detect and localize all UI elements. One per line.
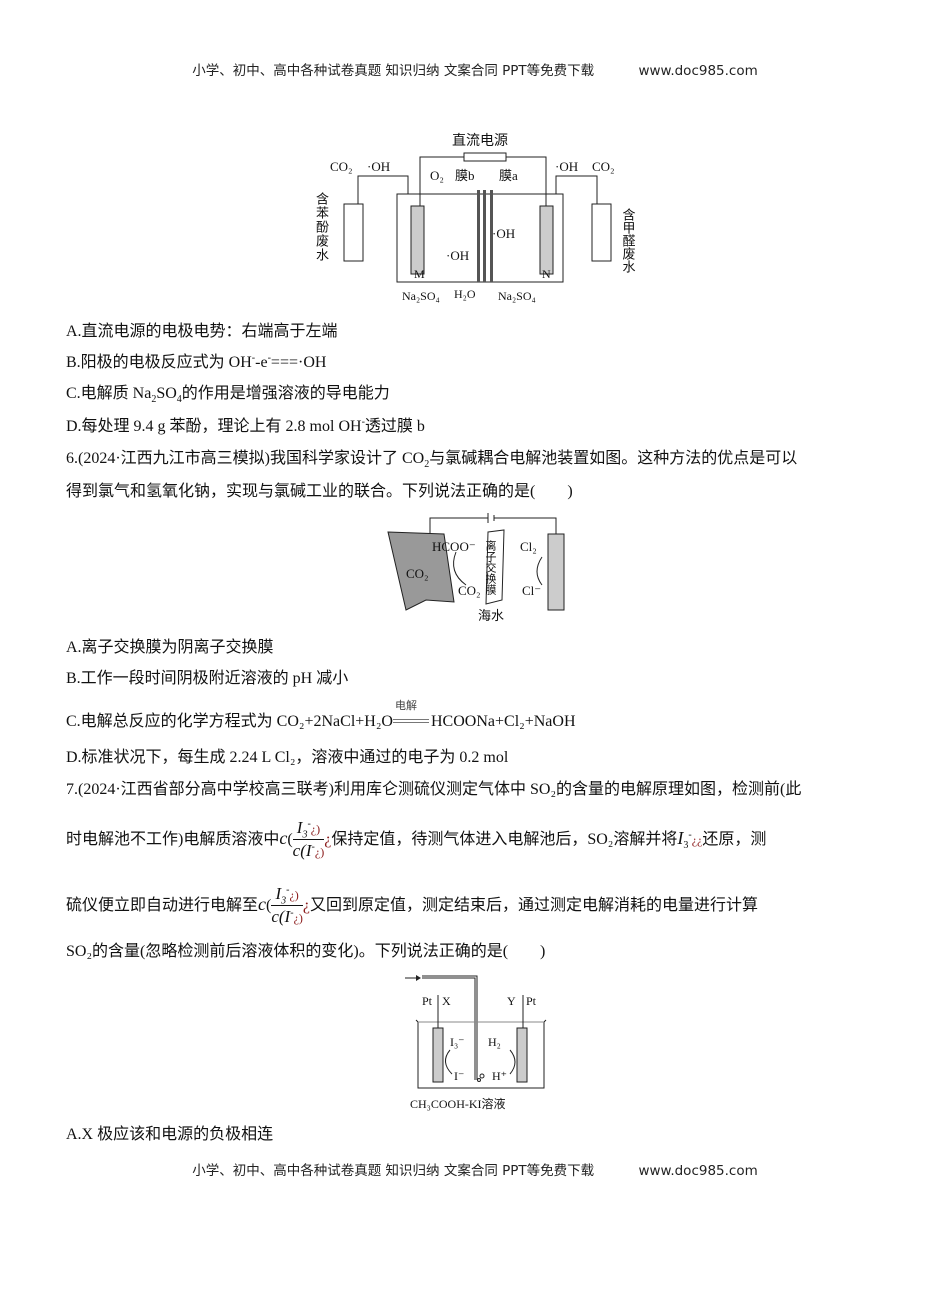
svg-text:H₂O: H₂O [454, 287, 476, 301]
label-power: 直流电源 [452, 132, 508, 149]
q7-stem-line4: SO₂的含量(忽略检测前后溶液体积的变化)。下列说法正确的是( ) [66, 943, 546, 960]
figure-coulometric-cell: Pt X Y Pt I₃⁻ I⁻ H₂ H⁺ CH₃COOH-KI溶液 [405, 975, 547, 1111]
svg-text:Na₂SO₄: Na₂SO₄ [498, 289, 536, 303]
q5-option-b[interactable]: B.阳极的电极反应式为 OH--e-===·OH [66, 352, 327, 371]
svg-text:HCOO⁻: HCOO⁻ [432, 539, 476, 554]
header-text: 小学、初中、高中各种试卷真题 知识归纳 文案合同 PPT等免费下载 [192, 63, 595, 79]
q6-option-a[interactable]: A.离子交换膜为阴离子交换膜 [66, 639, 274, 656]
ratio-fraction: I3-¿)c(I-¿) [271, 883, 303, 926]
ratio-fraction: I3-¿)c(I-¿) [292, 817, 325, 860]
svg-text:Pt: Pt [526, 994, 537, 1008]
svg-text:X: X [442, 994, 451, 1008]
svg-text:H₂: H₂ [488, 1035, 501, 1049]
q5-option-a[interactable]: A.直流电源的电极电势：右端高于左端 [66, 323, 338, 340]
svg-text:Na₂SO₄: Na₂SO₄ [402, 289, 440, 303]
figure-co2-chloralkali: HCOO⁻ CO₂ CO₂ 离子交换膜 海水 Cl₂ Cl⁻ [387, 513, 565, 623]
svg-text:Cl₂: Cl₂ [520, 539, 537, 554]
q7-stem-line3: 硫仪便立即自动进行电解至c(I3-¿)c(I-¿)¿又回到原定值，测定结束后，通… [66, 882, 758, 929]
svg-text:CH₃COOH-KI溶液: CH₃COOH-KI溶液 [410, 1096, 506, 1111]
svg-text:M: M [414, 267, 425, 281]
figure-electrolysis-wastewater: 直流电源 CO₂ ·OH ·OH CO₂ O₂ 膜b 膜a 含甲醛废水 ·OH … [330, 132, 636, 303]
footer-text: 小学、初中、高中各种试卷真题 知识归纳 文案合同 PPT等免费下载 [192, 1163, 595, 1179]
q5-option-d[interactable]: D.每处理 9.4 g 苯酚，理论上有 2.8 mol OH-透过膜 b [66, 416, 425, 435]
svg-text:CO₂: CO₂ [330, 159, 353, 174]
svg-text:含甲醛废水: 含甲醛废水 [621, 207, 636, 273]
svg-text:CO₂: CO₂ [406, 566, 429, 581]
svg-text:Cl⁻: Cl⁻ [522, 583, 541, 598]
svg-text:CO₂: CO₂ [458, 583, 481, 598]
q7-stem-line1: 7.(2024·江西省部分高中学校高三联考)利用库仑测硫仪测定气体中 SO₂的含… [66, 781, 802, 798]
svg-text:·OH: ·OH [492, 226, 515, 241]
q6-option-d[interactable]: D.标准状况下，每生成 2.24 L Cl₂，溶液中通过的电子为 0.2 mol [66, 749, 509, 766]
svg-text:Y: Y [507, 994, 516, 1008]
q6-stem-line1: 6.(2024·江西九江市高三模拟)我国科学家设计了 CO2与氯碱耦合电解池装置… [66, 450, 798, 471]
svg-text:·OH: ·OH [555, 159, 578, 174]
header-site-link[interactable]: www.doc985.com [638, 63, 758, 79]
svg-text:·OH: ·OH [446, 248, 469, 263]
q6-stem-line2: 得到氯气和氢氧化钠，实现与氯碱工业的联合。下列说法正确的是( ) [66, 483, 573, 500]
svg-text:N: N [542, 267, 551, 281]
q7-stem-line2: 时电解池不工作)电解质溶液中c(I3-¿)c(I-¿)¿保持定值，待测气体进入电… [66, 816, 766, 863]
q5-option-c[interactable]: C.电解质 Na2SO4的作用是增强溶液的导电能力 [66, 385, 390, 406]
svg-text:Pt: Pt [422, 994, 433, 1008]
q7-option-a[interactable]: A.X 极应该和电源的负极相连 [66, 1126, 274, 1143]
page-header: 小学、初中、高中各种试卷真题 知识归纳 文案合同 PPT等免费下载 www.do… [0, 59, 950, 79]
q6-option-b[interactable]: B.工作一段时间阴极附近溶液的 pH 减小 [66, 670, 349, 687]
svg-text:离子交换膜: 离子交换膜 [484, 539, 497, 596]
footer-site-link[interactable]: www.doc985.com [638, 1163, 758, 1179]
equals-arrow: 电解 [393, 700, 431, 732]
svg-text:膜a: 膜a [499, 168, 518, 183]
svg-text:I₃⁻: I₃⁻ [450, 1035, 465, 1049]
svg-text:I⁻: I⁻ [454, 1069, 464, 1083]
svg-text:海水: 海水 [478, 608, 504, 623]
svg-text:H⁺: H⁺ [492, 1069, 507, 1083]
svg-text:·OH: ·OH [367, 159, 390, 174]
svg-text:CO₂: CO₂ [592, 159, 615, 174]
svg-text:O₂: O₂ [430, 168, 444, 183]
svg-text:膜b: 膜b [455, 168, 475, 183]
label-left-tank: 含苯酚废水 [314, 192, 329, 262]
page-footer: 小学、初中、高中各种试卷真题 知识归纳 文案合同 PPT等免费下载 www.do… [0, 1159, 950, 1179]
